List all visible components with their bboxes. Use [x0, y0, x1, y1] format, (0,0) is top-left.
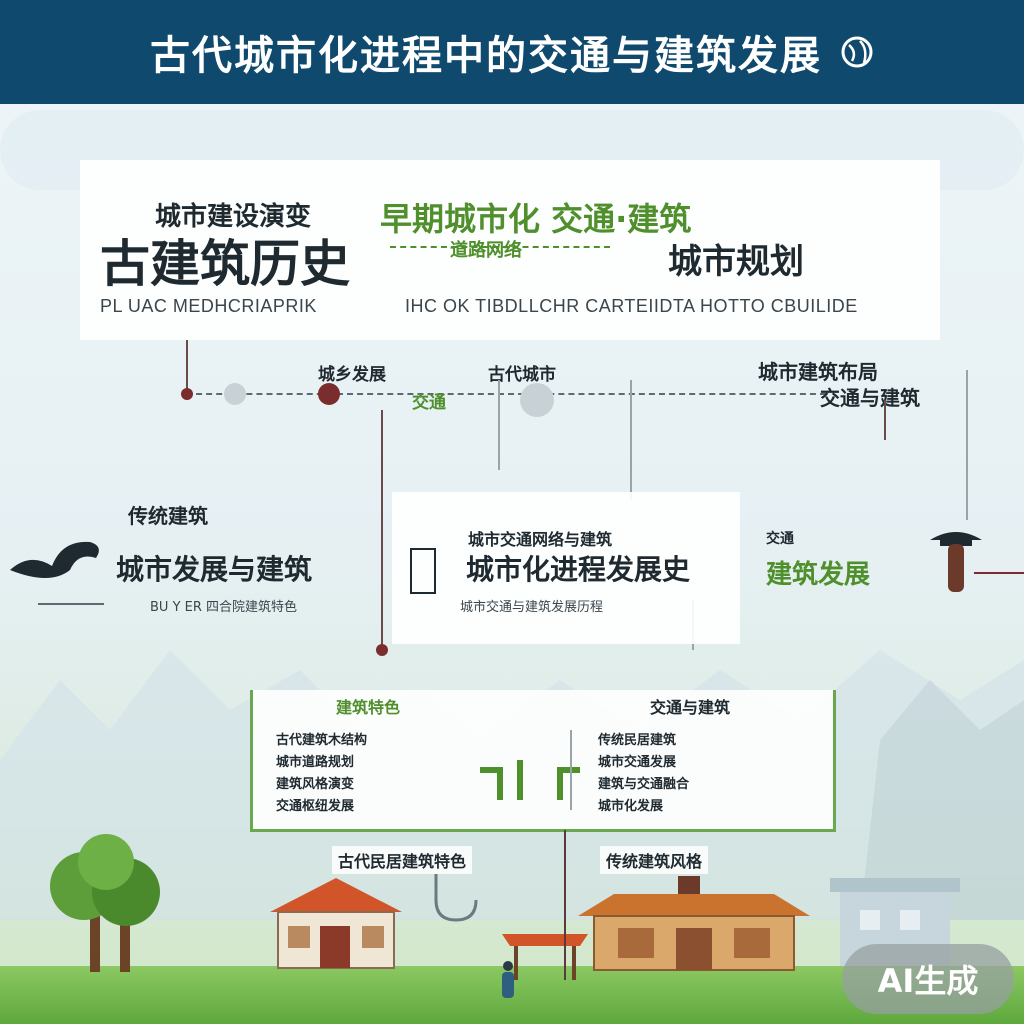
ai-generated-badge: AI生成 — [842, 944, 1014, 1014]
lower-right-title: 交通与建筑 — [650, 698, 731, 717]
connector-right — [630, 380, 632, 500]
hook-sign-icon — [434, 874, 478, 922]
header-bar: 古代城市化进程中的交通与建筑发展 — [0, 0, 1024, 104]
timeline-pin-left — [186, 340, 188, 396]
pavilion-pole — [564, 830, 566, 980]
top-left-small-title: 城市建设演变 — [155, 202, 312, 232]
top-right-green-title: 早期城市化 交通·建筑 — [380, 200, 692, 238]
timeline-pin-left-dot — [181, 388, 193, 400]
lower-left-panel — [250, 690, 446, 832]
ground-caption-right: 传统建筑风格 — [600, 846, 709, 874]
middle-left-line — [38, 603, 104, 605]
connector-left-dot — [376, 644, 388, 656]
connector-center — [498, 380, 500, 470]
pavilion-icon — [502, 934, 588, 980]
top-right-caption: IHC OK TIBDLLCHR CARTEIIDTA HOTTO CBUILI… — [405, 296, 858, 316]
ground-caption-left: 古代民居建筑特色 — [332, 846, 473, 874]
lower-right-line-2: 城市交通发展 — [598, 755, 677, 770]
middle-right-small-title: 交通 — [766, 531, 794, 547]
middle-left-big-title: 城市发展与建筑 — [116, 553, 313, 586]
middle-center-caption: 城市交通与建筑发展历程 — [460, 600, 604, 615]
middle-right-big-title: 建筑发展 — [766, 560, 871, 590]
timeline-right-label-2: 交通与建筑 — [820, 386, 920, 410]
person-icon — [502, 961, 514, 998]
timeline-node-2 — [318, 383, 340, 405]
lower-right-line-3: 建筑与交通融合 — [598, 777, 690, 792]
traditional-house-left-icon — [270, 878, 402, 969]
middle-center-small-title: 城市交通网络与建筑 — [468, 530, 613, 549]
connector-left — [381, 410, 383, 650]
pagoda-marker-icon — [930, 532, 982, 592]
top-right-green-sub: 道路网络 — [450, 240, 522, 261]
traditional-house-right-icon — [578, 876, 810, 971]
lower-left-line-4: 交通枢纽发展 — [276, 799, 355, 814]
middle-left-caption: BU Y ER 四合院建筑特色 — [150, 600, 298, 615]
timeline-label-1: 城乡发展 — [318, 365, 386, 385]
timeline-label-3: 古代城市 — [488, 365, 556, 385]
timeline-node-3 — [520, 383, 554, 417]
lower-left-line-1: 古代建筑木结构 — [276, 733, 368, 748]
middle-right-arrow — [974, 572, 1024, 574]
top-left-big-title: 古建筑历史 — [100, 235, 350, 293]
lower-right-line-1: 传统民居建筑 — [598, 733, 677, 748]
tree-icon — [50, 834, 160, 972]
lower-left-line-3: 建筑风格演变 — [276, 777, 355, 792]
middle-center-panel — [392, 492, 740, 644]
lower-panel-divider — [570, 730, 572, 810]
lower-right-panel — [446, 690, 836, 832]
page-title: 古代城市化进程中的交通与建筑发展 — [150, 33, 822, 79]
timeline-label-2: 交通 — [412, 393, 446, 413]
top-left-caption: PL UAC MEDHCRIAPRIK — [100, 296, 317, 316]
green-chart-icon — [480, 760, 580, 800]
connector-far-right — [966, 370, 968, 520]
connector-right-marker — [884, 400, 886, 440]
lower-left-title: 建筑特色 — [336, 698, 401, 717]
timeline-dashed-line — [186, 393, 826, 395]
ink-cloud-icon — [10, 541, 99, 578]
top-right-dark-title: 城市规划 — [668, 242, 804, 282]
middle-left-small-title: 传统建筑 — [128, 504, 208, 528]
middle-center-big-title: 城市化进程发展史 — [466, 553, 691, 586]
timeline-right-label-1: 城市建筑布局 — [758, 360, 878, 384]
globe-icon — [841, 36, 873, 68]
lower-left-line-2: 城市道路规划 — [276, 755, 355, 770]
timeline-node-1 — [224, 383, 246, 405]
top-arrow-line — [390, 246, 610, 248]
lower-right-line-4: 城市化发展 — [598, 799, 664, 814]
top-panel — [80, 160, 940, 340]
middle-center-stamp-icon — [410, 548, 436, 594]
